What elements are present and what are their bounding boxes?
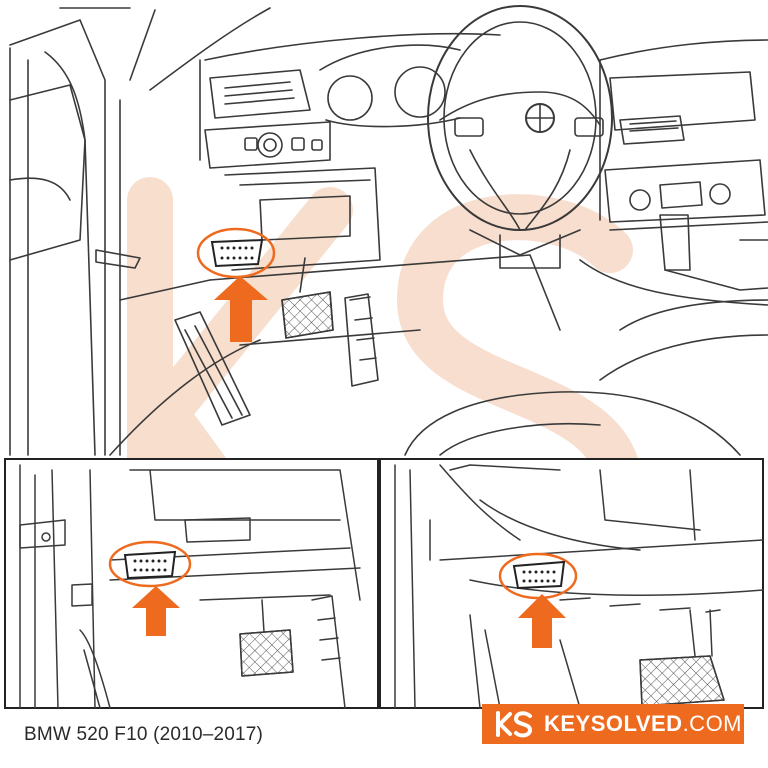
main-cockpit-scene (9, 5, 768, 456)
arrow-pointer-main (214, 276, 268, 342)
arrow-pointer-right (518, 594, 566, 648)
obd-port-highlight-main (196, 227, 276, 279)
brand-badge[interactable]: KEYSOLVED.COM (482, 704, 744, 744)
brand-name-text: KEYSOLVED (544, 711, 683, 736)
detail-panel-right (394, 464, 764, 709)
brand-name: KEYSOLVED.COM (544, 711, 742, 737)
obd-port-highlight-left (108, 540, 192, 588)
detail-panel-left-frame (4, 458, 379, 709)
detail-panel-left (19, 464, 361, 709)
arrow-pointer-left (132, 586, 180, 636)
brand-domain-text: .COM (682, 711, 743, 736)
vehicle-model-caption: BMW 520 F10 (2010–2017) (24, 724, 264, 745)
keysolved-logo-icon (496, 711, 533, 738)
